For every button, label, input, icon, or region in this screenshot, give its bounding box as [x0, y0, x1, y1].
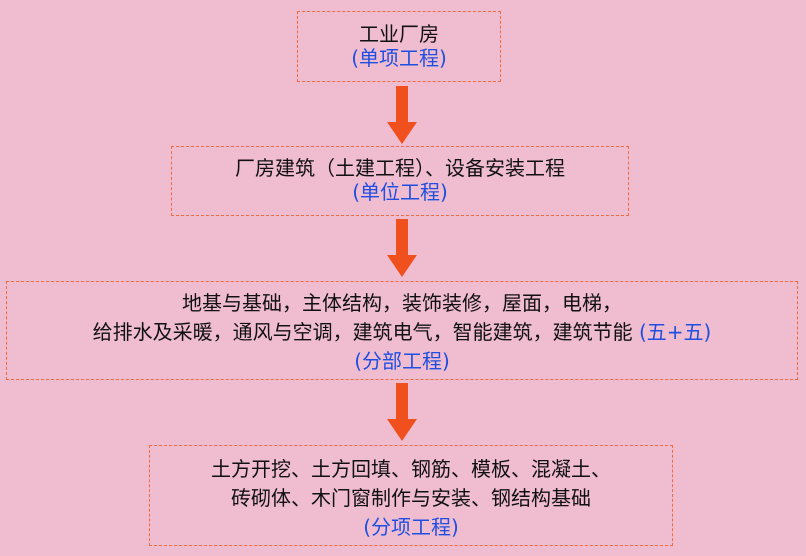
down-arrow-2: [387, 219, 417, 277]
level-4-note: (分项工程): [363, 515, 459, 539]
level-1-title: 工业厂房: [359, 22, 439, 46]
level-4-title-line-1: 土方开挖、土方回填、钢筋、模板、混凝土、: [211, 457, 611, 481]
level-box-single-project: 厂房建筑（土建工程）、设备安装工程 (单位工程): [171, 146, 629, 216]
level-1-note: (单项工程): [351, 46, 447, 70]
level-3-line-2-suffix: (五+五): [638, 320, 712, 344]
level-3-title-line-1: 地基与基础，主体结构，装饰装修，屋面，电梯，: [182, 291, 622, 315]
level-3-note: (分部工程): [354, 349, 450, 373]
level-2-title: 厂房建筑（土建工程）、设备安装工程: [235, 156, 565, 180]
level-box-subitem-project: 土方开挖、土方回填、钢筋、模板、混凝土、 砖砌体、木门窗制作与安装、钢结构基础 …: [149, 445, 673, 546]
level-3-line-2-text: 给排水及采暖，通风与空调，建筑电气，智能建筑，建筑节能: [92, 320, 633, 344]
level-box-division-project: 地基与基础，主体结构，装饰装修，屋面，电梯， 给排水及采暖，通风与空调，建筑电气…: [6, 281, 798, 380]
level-3-title-line-2: 给排水及采暖，通风与空调，建筑电气，智能建筑，建筑节能 (五+五): [7, 318, 797, 347]
down-arrow-1: [387, 86, 417, 144]
level-4-title-line-2: 砖砌体、木门窗制作与安装、钢结构基础: [231, 486, 591, 510]
level-2-note: (单位工程): [352, 180, 448, 204]
down-arrow-3: [387, 383, 417, 441]
level-box-unit-project: 工业厂房 (单项工程): [297, 11, 501, 82]
